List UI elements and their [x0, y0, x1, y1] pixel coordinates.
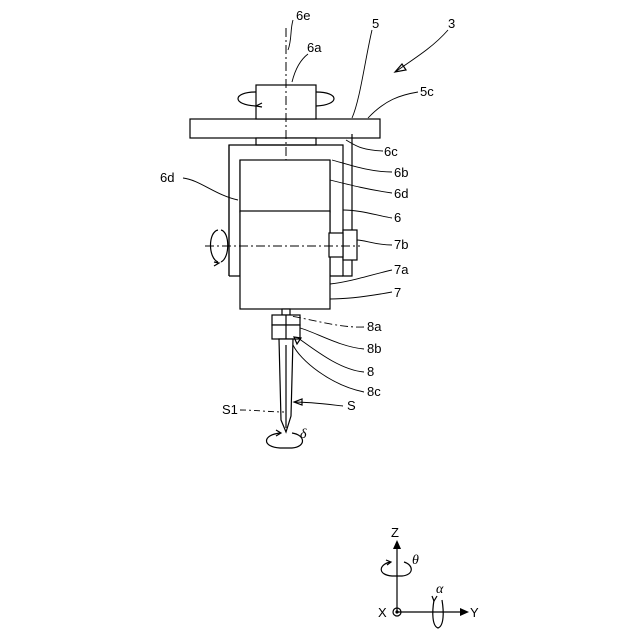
- label-5: 5: [372, 16, 379, 31]
- label-6d-left: 6d: [160, 170, 174, 185]
- rotation-arrow-left: [211, 230, 228, 266]
- nub-7b-inner: [329, 233, 343, 257]
- label-7: 7: [394, 285, 401, 300]
- axis-y-label: Y: [470, 605, 479, 620]
- label-7b: 7b: [394, 237, 408, 252]
- label-8: 8: [367, 364, 374, 379]
- axis-z-label: Z: [391, 525, 399, 540]
- label-6b: 6b: [394, 165, 408, 180]
- rotation-arrow-delta: [267, 430, 303, 448]
- body-7: [240, 211, 330, 309]
- axis-theta-label: θ: [412, 553, 419, 568]
- label-6e: 6e: [296, 8, 310, 23]
- label-5c: 5c: [420, 84, 434, 99]
- arrow-ref-3: [395, 30, 448, 72]
- label-6d-right: 6d: [394, 186, 408, 201]
- label-6a: 6a: [307, 40, 322, 55]
- axis-x-label: X: [378, 605, 387, 620]
- inner-body-6b: [240, 160, 330, 212]
- nub-7b: [343, 230, 357, 260]
- label-8c: 8c: [367, 384, 381, 399]
- axis-alpha-label: α: [436, 582, 444, 597]
- label-8b: 8b: [367, 341, 381, 356]
- label-delta: δ: [300, 427, 307, 442]
- connector-8a: [282, 309, 290, 315]
- label-3: 3: [448, 16, 455, 31]
- label-s: S: [347, 398, 356, 413]
- label-s1: S1: [222, 402, 238, 417]
- label-6: 6: [394, 210, 401, 225]
- label-7a: 7a: [394, 262, 409, 277]
- coordinate-axes: [381, 540, 469, 628]
- label-8a: 8a: [367, 319, 382, 334]
- label-6c: 6c: [384, 144, 398, 159]
- arrowhead-8: [294, 337, 301, 344]
